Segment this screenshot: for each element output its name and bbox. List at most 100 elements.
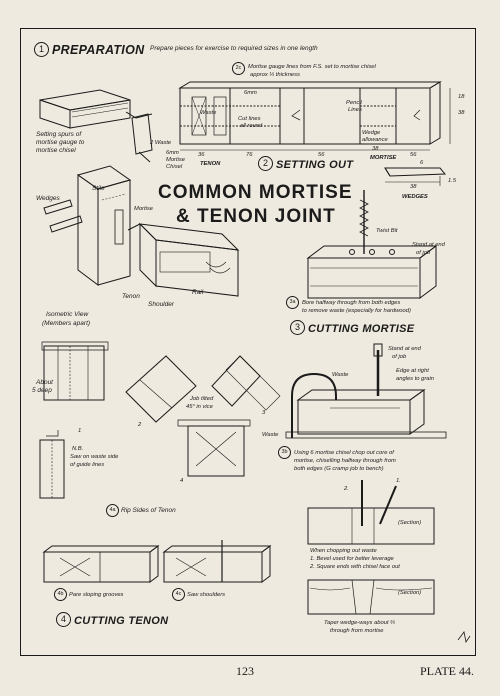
setting-spurs-line3: mortise chisel bbox=[36, 147, 76, 154]
fig-1-label: 1. bbox=[396, 478, 401, 484]
wedges-caption: WEDGES bbox=[402, 194, 428, 200]
waste-top-label: Waste bbox=[332, 372, 349, 378]
mortise-caption: MORTISE bbox=[370, 155, 397, 161]
cut-lines-line1: Cut lines bbox=[238, 116, 261, 122]
fig-num-1: 1 bbox=[78, 428, 82, 434]
job-tilted-line2: 45° in vice bbox=[186, 404, 213, 410]
nb-line2: Saw on waste side bbox=[70, 454, 119, 460]
wedge-dim-6: 6 bbox=[420, 160, 424, 166]
waste-left-label: Waste bbox=[262, 432, 279, 438]
main-title-line2: & TENON JOINT bbox=[176, 206, 336, 227]
shoulder-label: Shoulder bbox=[148, 301, 175, 308]
chisel-note-line1: Using 6 mortise chisel chop out core of bbox=[294, 450, 394, 456]
job-tilted-line1: Job tilted bbox=[190, 396, 214, 402]
wedges-label: Wedges bbox=[36, 195, 60, 202]
bore-note-line1: Bore halfway through from both edges bbox=[302, 300, 401, 306]
dim-18: 18 bbox=[458, 94, 465, 100]
wedge-dim-1-5: 1.5 bbox=[448, 178, 457, 184]
chop-note-line2: 1. Bevel used for better leverage bbox=[310, 556, 394, 562]
chop-section-drawings bbox=[307, 480, 435, 615]
dim-36: 36 bbox=[198, 152, 205, 158]
waste-bar-label: Waste bbox=[200, 110, 217, 116]
tenon-cut-drawings bbox=[42, 540, 272, 583]
iso-view-line1: Isometric View bbox=[46, 311, 89, 318]
mortise-chop-drawing bbox=[285, 343, 447, 439]
wedge-allowance-line2: allowance bbox=[362, 137, 388, 143]
edge-right-line1: Edge at right bbox=[396, 368, 429, 374]
step-3b: 3b bbox=[278, 446, 293, 459]
preparation-note: Prepare pieces for exercise to required … bbox=[150, 45, 318, 52]
stand-end2-line1: Stand at end bbox=[388, 346, 421, 352]
isometric-joint-drawing bbox=[43, 165, 240, 297]
twist-bit-label: Twist Bit bbox=[376, 228, 398, 234]
section-label-1: (Section) bbox=[398, 520, 422, 526]
section-title: SETTING OUT bbox=[276, 159, 354, 171]
step-3a: 3a bbox=[286, 296, 301, 309]
dim-38-side: 38 bbox=[458, 110, 465, 116]
taper-note-line1: Taper wedge-ways about ⅔ bbox=[324, 620, 396, 626]
nb-line3: of guide lines bbox=[70, 462, 105, 468]
fig-num-3: 3 bbox=[262, 410, 266, 416]
rip-sides-drawings bbox=[39, 341, 281, 499]
setting-spurs-line1: Setting spurs of bbox=[36, 131, 82, 138]
section-title: CUTTING TENON bbox=[74, 615, 169, 627]
bore-note-line2: to remove waste (especially for hardwood… bbox=[302, 308, 411, 314]
pencil-lines-line2: Lines bbox=[348, 107, 362, 113]
stand-end2-line2: of job bbox=[392, 354, 407, 360]
section-number: 1 bbox=[34, 42, 49, 58]
page-number: 123 bbox=[236, 664, 254, 678]
chop-note-line1: When chopping out waste bbox=[310, 548, 377, 554]
waste-label: 2 Waste bbox=[150, 140, 172, 146]
about-5-deep-line2: 5 deep bbox=[32, 387, 52, 394]
plate-number: PLATE 44. bbox=[420, 664, 474, 678]
plate-border bbox=[20, 28, 476, 656]
prep-timber-drawing bbox=[39, 89, 153, 163]
wedge-allowance-line1: Wedge bbox=[362, 130, 381, 136]
mortise-chisel-line1: 6mm bbox=[166, 150, 179, 156]
mortise-bore-drawing bbox=[306, 190, 438, 299]
chisel-note-line3: both edges (G cramp job to bench) bbox=[294, 466, 384, 472]
tenon-label: Tenon bbox=[122, 293, 140, 300]
setting-spurs-line2: mortise gauge to bbox=[36, 139, 85, 146]
mortise-label: Mortise bbox=[134, 206, 154, 212]
dim-76: 76 bbox=[246, 152, 253, 158]
artist-mark bbox=[457, 631, 471, 644]
mortise-gauge-note-line1: Mortise gauge lines from F.S. set to mor… bbox=[248, 64, 376, 70]
dim-38: 38 bbox=[372, 146, 379, 152]
section-title: PREPARATION bbox=[52, 43, 145, 57]
wedge-dim-38: 38 bbox=[410, 184, 417, 190]
section-label-2: (Section) bbox=[398, 590, 422, 596]
mortise-chisel-line3: Chisel bbox=[166, 164, 183, 170]
section-title: CUTTING MORTISE bbox=[308, 323, 415, 335]
stand-end-line1: Stand at end bbox=[412, 242, 445, 248]
dim-6mm: 6mm bbox=[244, 90, 257, 96]
fig-2-label: 2. bbox=[344, 486, 349, 492]
main-title-line1: COMMON MORTISE bbox=[158, 182, 353, 203]
chisel-note-line2: mortise, chiselling halfway through from bbox=[294, 458, 396, 464]
taper-note-line2: through from mortise bbox=[330, 628, 384, 634]
about-5-deep-line1: About bbox=[36, 379, 53, 386]
fig-num-4: 4 bbox=[180, 478, 184, 484]
dim-56-b: 56 bbox=[410, 152, 417, 158]
cut-lines-line2: all round bbox=[240, 123, 263, 129]
iso-view-line2: (Members apart) bbox=[42, 320, 91, 327]
dim-56-a: 56 bbox=[318, 152, 325, 158]
wedges-drawing bbox=[384, 167, 447, 186]
step-2c: 2c bbox=[232, 62, 247, 75]
rail-label: Rail bbox=[192, 289, 204, 296]
pencil-lines-line1: Pencil bbox=[346, 100, 362, 106]
nb-line1: N.B. bbox=[72, 446, 84, 452]
chop-note-line3: 2. Square ends with chisel face out bbox=[310, 564, 400, 570]
fig-num-2: 2 bbox=[138, 422, 142, 428]
mortise-gauge-note-line2: approx ⅓ thickness bbox=[250, 72, 300, 78]
tenon-caption: TENON bbox=[200, 161, 221, 167]
stile-label: Stile bbox=[92, 185, 105, 192]
edge-right-line2: angles to grain bbox=[396, 376, 435, 382]
